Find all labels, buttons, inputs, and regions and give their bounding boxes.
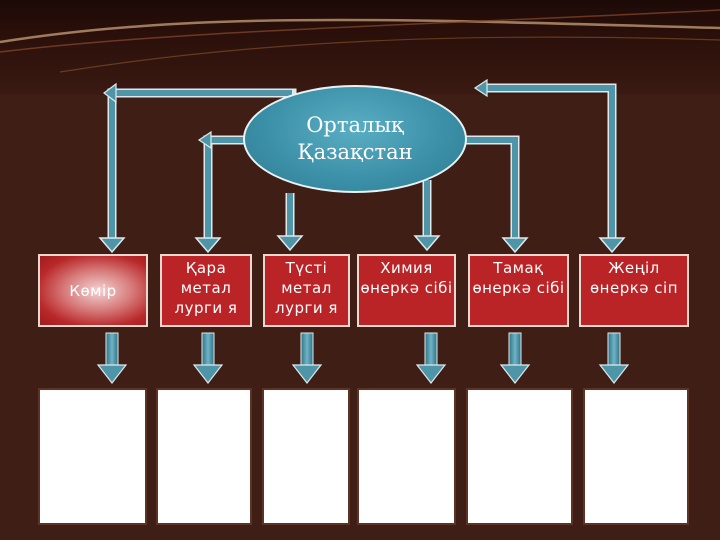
category-label: Түсті метал лурги я [275, 259, 338, 317]
arrowhead-icon [501, 237, 529, 254]
empty-box [583, 388, 689, 525]
arrowhead-icon [276, 235, 304, 252]
connector-food [460, 135, 520, 240]
swoosh-line [0, 9, 720, 53]
arrowhead-icon [103, 82, 117, 104]
down-arrow-icon [598, 364, 630, 384]
empty-box [466, 388, 573, 525]
connector-light [483, 83, 617, 240]
category-coal: Көмір [38, 254, 148, 327]
empty-box [262, 388, 350, 525]
category-label: Химия өнеркә сібі [360, 259, 453, 297]
down-arrow-icon [291, 364, 323, 384]
empty-box [156, 388, 252, 525]
arrowhead-icon [598, 237, 626, 254]
arrowhead-icon [473, 78, 488, 98]
down-arrow-icon [415, 364, 447, 384]
down-arrow-icon [499, 364, 531, 384]
swoosh-line [0, 18, 720, 44]
lower-arrows [96, 332, 630, 384]
category-nonferrous-metallurgy: Түсті метал лурги я [263, 254, 350, 327]
arrowhead-icon [413, 235, 441, 252]
central-node-line2: Қазақстан [297, 140, 413, 164]
category-chemical-industry: Химия өнеркә сібі [357, 254, 456, 327]
empty-box [38, 388, 147, 525]
empty-box [357, 388, 456, 525]
category-label: Көмір [69, 281, 117, 300]
arrowhead-icon [197, 130, 212, 150]
category-light-industry: Жеңіл өнеркә сіп [579, 254, 689, 327]
arrowhead-icon [194, 237, 222, 254]
swoosh-line [59, 36, 720, 73]
category-ferrous-metallurgy: Қара метал лурги я [160, 254, 252, 327]
arrowhead-icon [98, 237, 126, 254]
down-arrow-icon [192, 364, 224, 384]
category-label: Жеңіл өнеркә сіп [589, 259, 678, 297]
category-food-industry: Тамақ өнеркә сібі [468, 254, 569, 327]
category-label: Қара метал лурги я [174, 259, 238, 317]
category-label: Тамақ өнеркә сібі [472, 259, 565, 297]
central-node-line1: Орталық [306, 112, 404, 137]
down-arrow-icon [96, 364, 128, 384]
central-node: Орталық Қазақстан [243, 85, 467, 193]
